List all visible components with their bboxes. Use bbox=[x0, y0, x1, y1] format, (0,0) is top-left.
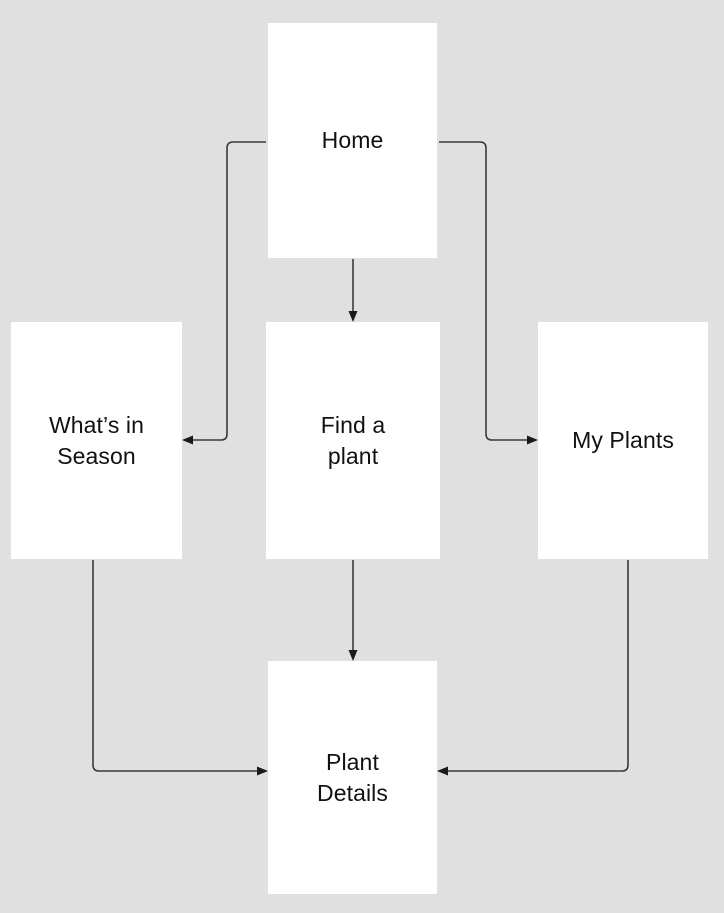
edge-find-to-details bbox=[348, 560, 358, 661]
arrow-head-find bbox=[348, 311, 358, 322]
node-whats-in-season[interactable]: What’s in Season bbox=[11, 322, 182, 559]
arrow-head-season bbox=[182, 435, 193, 445]
arrow-head-details-right bbox=[437, 766, 448, 776]
node-whats-in-season-label: What’s in Season bbox=[48, 411, 145, 469]
arrow-head-details-left bbox=[257, 766, 268, 776]
edge-home-to-season bbox=[182, 141, 266, 445]
edge-season-to-details bbox=[92, 560, 268, 776]
edge-home-to-find bbox=[348, 259, 358, 322]
arrow-head-details-top bbox=[348, 650, 358, 661]
node-plant-details-label: Plant Details bbox=[316, 748, 388, 806]
node-find-a-plant[interactable]: Find a plant bbox=[266, 322, 440, 559]
node-find-a-plant-label: Find a plant bbox=[320, 411, 386, 469]
arrow-head-myplants bbox=[527, 435, 538, 445]
node-my-plants[interactable]: My Plants bbox=[538, 322, 708, 559]
edge-home-to-myplants bbox=[439, 141, 538, 445]
edge-myplants-to-details bbox=[437, 560, 629, 776]
node-my-plants-label: My Plants bbox=[572, 427, 674, 453]
node-home-label: Home bbox=[321, 127, 384, 153]
node-plant-details[interactable]: Plant Details bbox=[268, 661, 437, 894]
node-home[interactable]: Home bbox=[268, 23, 437, 258]
